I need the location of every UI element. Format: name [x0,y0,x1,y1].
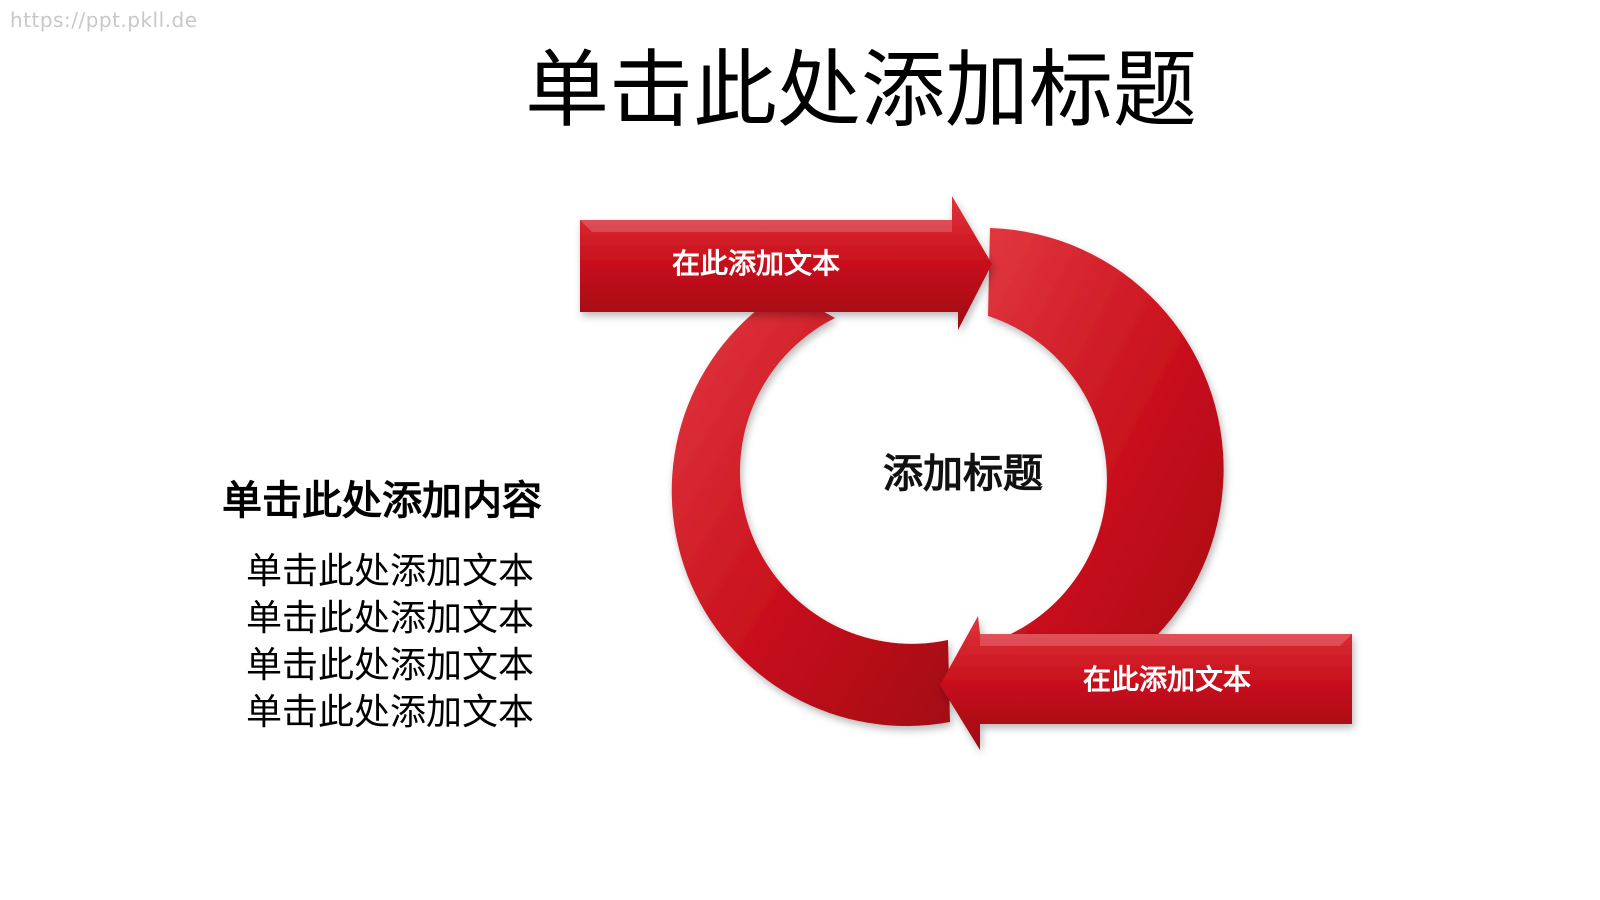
cycle-arc-left [671,290,950,727]
content-list: 单击此处添加文本 单击此处添加文本 单击此处添加文本 单击此处添加文本 [246,548,534,736]
slide-title[interactable]: 单击此处添加标题 [525,41,1198,139]
content-list-item[interactable]: 单击此处添加文本 [246,598,535,639]
top-arrow-highlight [580,220,952,232]
bottom-arrow[interactable] [940,616,1352,750]
bottom-arrow-label: 在此添加文本 [1083,663,1251,696]
content-list-item[interactable]: 单击此处添加文本 [246,551,535,592]
cycle-arc-right [970,228,1224,711]
bottom-arrow-highlight [980,634,1352,646]
watermark-url: https://ppt.pkll.de [10,8,198,32]
top-arrow-label: 在此添加文本 [672,247,840,280]
center-title[interactable]: 添加标题 [883,451,1043,497]
content-list-item[interactable]: 单击此处添加文本 [246,645,535,686]
content-heading[interactable]: 单击此处添加内容 [222,478,542,524]
content-list-item[interactable]: 单击此处添加文本 [246,692,535,733]
top-arrow[interactable] [580,196,992,330]
